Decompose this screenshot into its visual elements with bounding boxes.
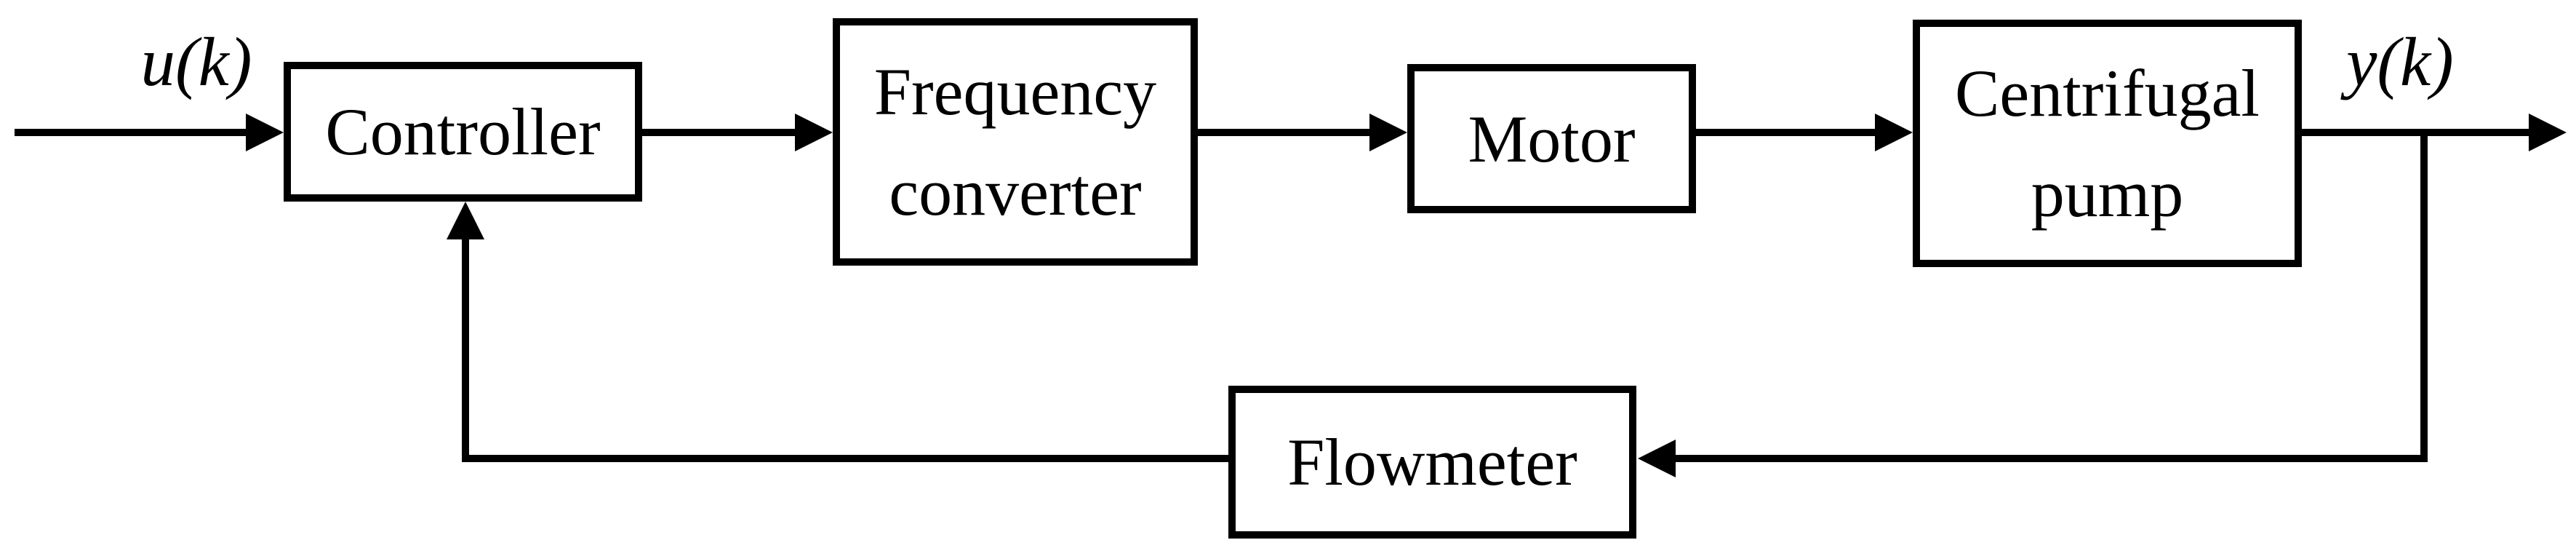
feedback-vertical-line-to-controller [462,238,469,462]
feedback-branch-vertical-line [2420,129,2428,462]
frequency-converter-label-line1: Frequency [873,55,1157,129]
flowmeter-block-label: Flowmeter [1287,425,1577,499]
controller-block: Controller [284,62,642,202]
output-arrowhead-icon [2529,114,2567,151]
controller-to-frequency-converter-line [642,129,799,136]
controller-block-label: Controller [325,95,601,169]
input-arrowhead-icon [246,114,284,151]
frequency-converter-block: Frequency converter [833,18,1198,266]
motor-to-centrifugal-pump-line [1696,129,1878,136]
frequency-converter-to-motor-line [1198,129,1372,136]
controller-feedback-arrowhead-icon [447,202,484,239]
frequency-converter-to-motor-arrowhead-icon [1369,114,1407,151]
frequency-converter-label-line2: converter [889,155,1142,229]
controller-to-frequency-converter-arrowhead-icon [795,114,833,151]
centrifugal-pump-label-line2: pump [2031,156,2184,231]
centrifugal-pump-label-line1: Centrifugal [1955,56,2260,130]
feedback-line-from-flowmeter [465,455,1228,462]
input-signal-label: u(k) [140,23,252,100]
flowmeter-block: Flowmeter [1228,386,1636,539]
flowmeter-input-arrowhead-icon [1638,440,1676,477]
motor-block: Motor [1407,64,1696,213]
motor-block-label: Motor [1468,101,1636,176]
input-arrow-line [15,129,251,136]
output-signal-label: y(k) [2346,23,2454,100]
output-arrow-line [2302,129,2531,136]
motor-to-centrifugal-pump-arrowhead-icon [1875,114,1913,151]
feedback-line-to-flowmeter [1673,455,2428,462]
centrifugal-pump-block: Centrifugal pump [1913,20,2302,267]
